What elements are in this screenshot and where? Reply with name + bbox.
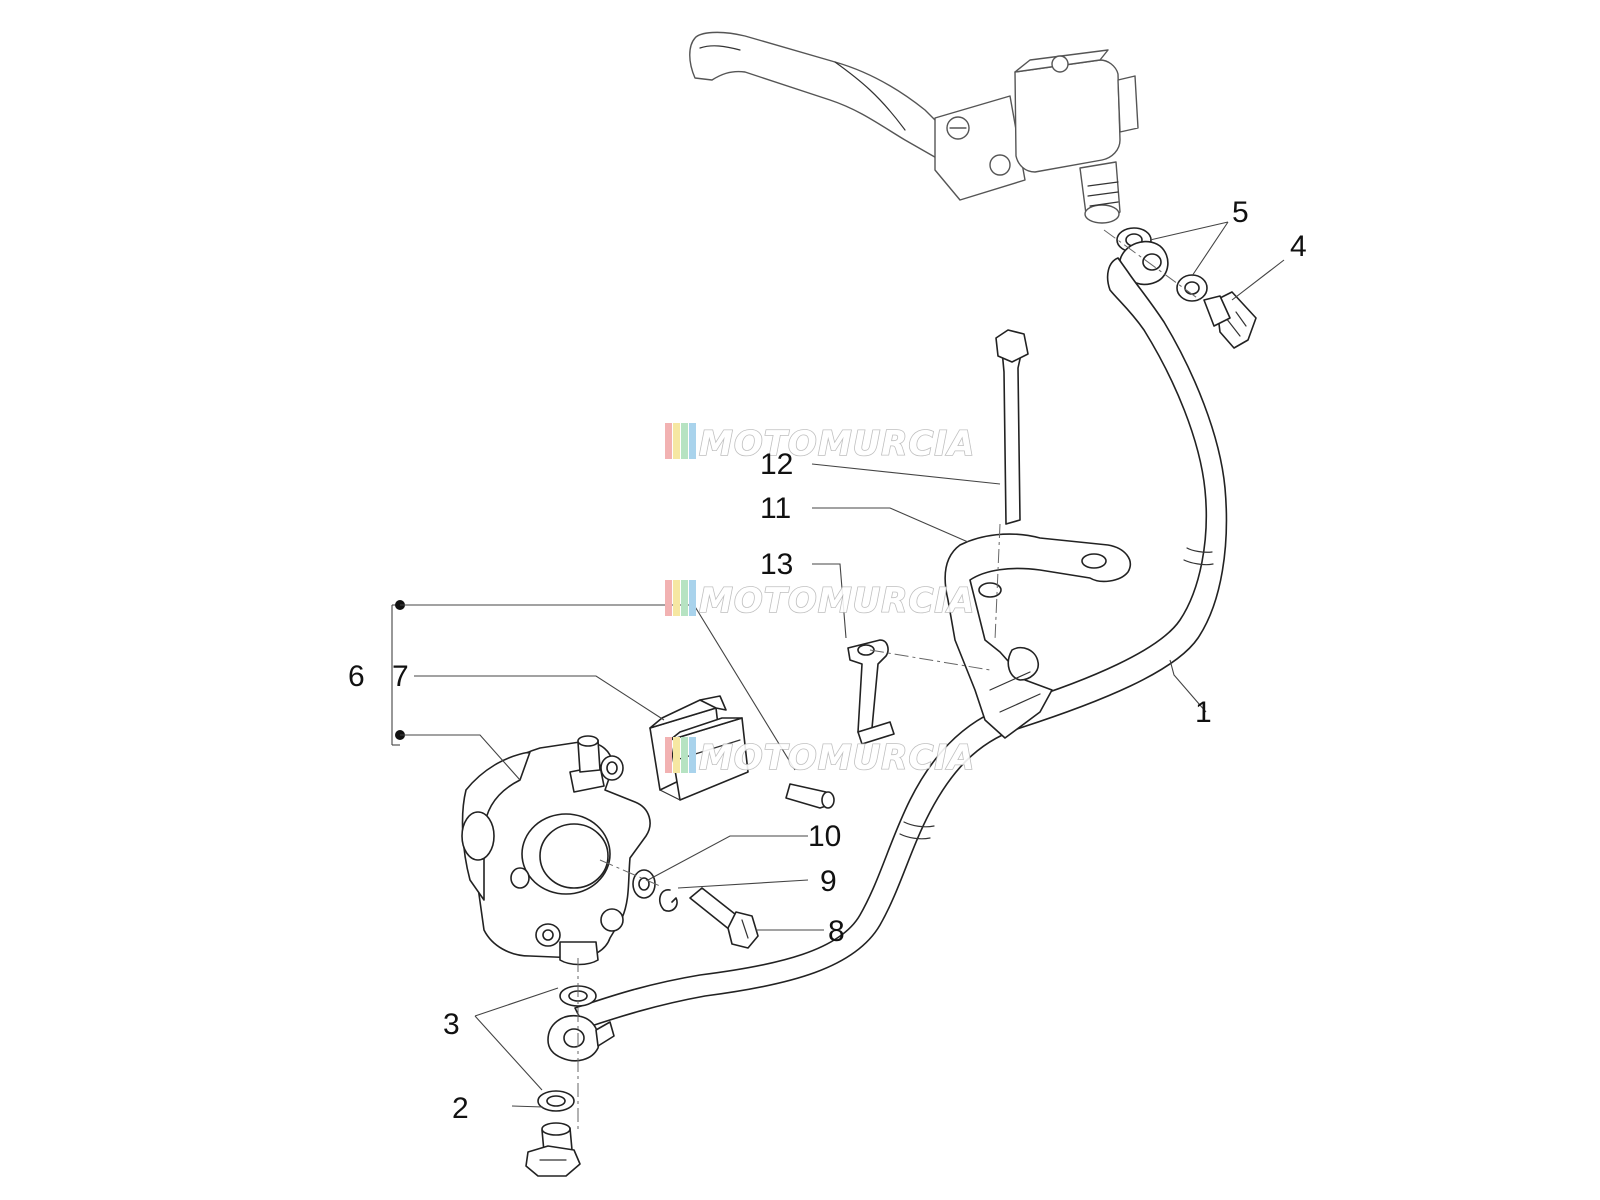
watermark-text: MOTOMURCIA bbox=[699, 424, 975, 464]
callout-1: 1 bbox=[1195, 696, 1212, 729]
callout-9: 9 bbox=[820, 865, 837, 898]
callout-12: 12 bbox=[760, 448, 793, 481]
watermark-stripe bbox=[673, 580, 680, 616]
watermark-1: MOTOMURCIA bbox=[665, 423, 975, 465]
brake-caliper bbox=[461, 735, 651, 966]
watermark-stripe bbox=[673, 423, 680, 459]
assembly-axes bbox=[577, 229, 1201, 1130]
pad-pin bbox=[785, 783, 835, 809]
banjo-bolt-top bbox=[1215, 291, 1257, 349]
caliper-bolt-8 bbox=[689, 887, 759, 949]
watermark-stripe bbox=[665, 737, 672, 773]
caliper-washer-10 bbox=[632, 869, 656, 899]
watermark-stripe bbox=[681, 423, 688, 459]
brake-lever-master-cylinder bbox=[689, 31, 1139, 224]
watermark-stripe bbox=[665, 580, 672, 616]
watermark-stripe bbox=[665, 423, 672, 459]
watermark-stripe bbox=[681, 737, 688, 773]
callout-10: 10 bbox=[808, 820, 841, 853]
watermark-2: MOTOMURCIA bbox=[665, 580, 975, 622]
callout-8: 8 bbox=[828, 915, 845, 948]
watermark-stripe bbox=[681, 580, 688, 616]
watermark-stripe bbox=[673, 737, 680, 773]
hose-clip bbox=[847, 639, 895, 745]
callout-4: 4 bbox=[1290, 230, 1307, 263]
bracket-bolt bbox=[1001, 349, 1023, 525]
callout-11: 11 bbox=[760, 492, 791, 525]
watermark-stripe bbox=[689, 737, 696, 773]
watermark-text: MOTOMURCIA bbox=[699, 738, 975, 778]
brake-hose bbox=[574, 257, 1228, 1029]
lower-banjo-group bbox=[525, 985, 615, 1177]
watermark-3: MOTOMURCIA bbox=[665, 737, 975, 779]
callout-5: 5 bbox=[1232, 196, 1249, 229]
watermark-stripe bbox=[689, 423, 696, 459]
callout-3: 3 bbox=[443, 1008, 460, 1041]
callout-13: 13 bbox=[760, 548, 793, 581]
callout-labels: 1 2 3 4 5 6 7 8 9 10 11 12 13 bbox=[348, 196, 1307, 1125]
callout-2: 2 bbox=[452, 1092, 469, 1125]
callout-6: 6 bbox=[348, 660, 365, 693]
callout-7: 7 bbox=[392, 660, 409, 693]
hose-bracket bbox=[944, 329, 1132, 739]
watermark-stripe bbox=[689, 580, 696, 616]
caliper-lock-washer-9 bbox=[658, 889, 678, 912]
watermark-text: MOTOMURCIA bbox=[699, 581, 975, 621]
